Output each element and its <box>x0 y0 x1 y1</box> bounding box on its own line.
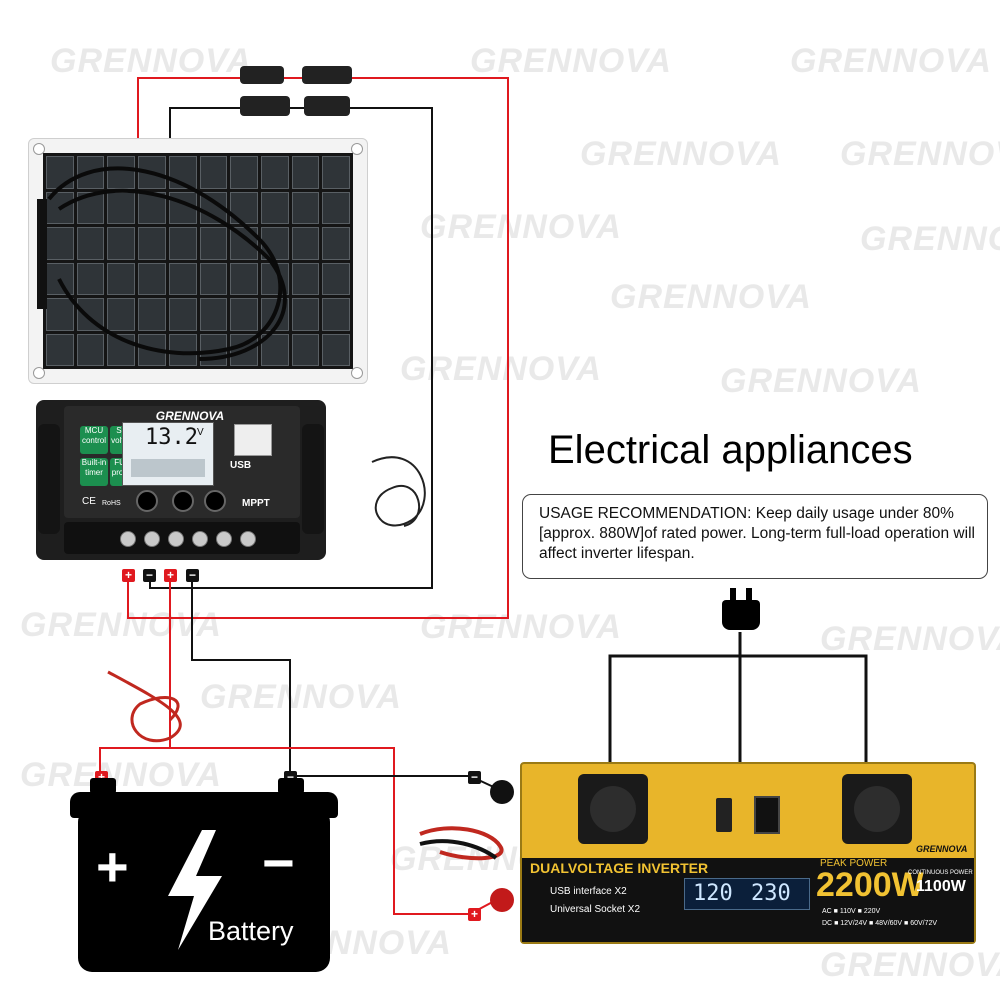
cable-coil <box>371 456 426 527</box>
terminal-screw <box>240 531 256 547</box>
battery-positive-wire <box>99 578 171 776</box>
controller-battery-negative-tag: − <box>186 569 199 582</box>
solar-positive-wire <box>127 77 509 619</box>
ac-socket-left[interactable] <box>578 774 648 844</box>
power-inverter: DUALVOLTAGE INVERTER USB interface X2 Un… <box>520 762 976 944</box>
terminal-screw <box>168 531 184 547</box>
terminal-screw <box>192 531 208 547</box>
clip-cable <box>107 670 182 743</box>
controller-brand: GRENNOVA <box>155 409 225 423</box>
solar-cells <box>43 153 353 369</box>
watermark: GRENNOVA <box>20 606 222 644</box>
lcd-right-value: 230 <box>751 881 791 906</box>
mounting-hole <box>33 143 45 155</box>
watermark: GRENNOVA <box>580 135 782 173</box>
down-knob[interactable] <box>204 490 226 512</box>
controller-lcd: 13.2 V <box>122 422 214 486</box>
usb-port-icon <box>234 424 272 456</box>
inverter-negative-tag: − <box>468 771 481 784</box>
inverter-negative-post <box>490 780 514 804</box>
watermark: GRENNOVA <box>610 278 812 316</box>
inverter-title: DUALVOLTAGE INVERTER <box>530 860 709 876</box>
watermark: GRENNOVA <box>720 362 922 400</box>
panel-cables <box>37 166 287 361</box>
appliance-wire <box>608 654 868 762</box>
solar-panel <box>28 138 368 384</box>
watermark: GRENNOVA <box>860 220 1000 258</box>
appliances-heading: Electrical appliances <box>548 428 913 472</box>
terminal-screw <box>144 531 160 547</box>
watermark: GRENNOVA <box>50 42 252 80</box>
watermark: GRENNOVA <box>840 135 1000 173</box>
terminal-screw <box>216 531 232 547</box>
mc4-connectors <box>240 66 352 116</box>
continuous-power-value: 1100W <box>916 878 966 895</box>
usage-recommendation: USAGE RECOMMENDATION: Keep daily usage u… <box>522 494 988 579</box>
inverter-positive-tag: + <box>468 908 481 921</box>
battery-icon: + − Battery <box>78 808 330 972</box>
battery-plus-symbol: + <box>96 835 129 898</box>
controller-terminals <box>64 522 300 554</box>
watermark: GRENNOVA <box>820 946 1000 984</box>
inverter-clip-cable <box>419 826 504 861</box>
rohs-mark: RoHS <box>102 500 121 507</box>
lcd-unit: V <box>197 427 204 438</box>
battery-post-positive <box>90 778 116 794</box>
terminal-screw <box>120 531 136 547</box>
mounting-hole <box>33 367 45 379</box>
mounting-hole <box>351 143 363 155</box>
menu-knob[interactable] <box>136 490 158 512</box>
controller-pv-negative-tag: − <box>143 569 156 582</box>
peak-power-value: 2200W <box>816 866 924 904</box>
usb-ports[interactable] <box>716 798 732 832</box>
dc-voltage-row: DC ■ 12V/24V ■ 48V/60V ■ 60V/72V <box>822 920 938 927</box>
lightning-icon <box>168 830 222 950</box>
controller-battery-positive-tag: + <box>164 569 177 582</box>
timer-button[interactable]: Built-in timer <box>80 458 108 486</box>
watermark: GRENNOVA <box>20 756 222 794</box>
inverter-lcd: 120 230 <box>684 878 810 910</box>
mcu-control-button[interactable]: MCU control <box>80 426 108 454</box>
inverter-front-panel: DUALVOLTAGE INVERTER USB interface X2 Un… <box>522 844 974 942</box>
watermark: GRENNOVA <box>420 208 622 246</box>
up-knob[interactable] <box>172 490 194 512</box>
universal-socket-label: Universal Socket X2 <box>550 904 641 915</box>
lcd-left-value: 120 <box>693 881 733 906</box>
battery-negative-wire <box>191 578 291 776</box>
mppt-label: MPPT <box>242 498 270 509</box>
watermark: GRENNOVA <box>200 678 402 716</box>
watermark: GRENNOVA <box>470 42 672 80</box>
mount-ear-right <box>302 424 324 534</box>
peak-power-label: PEAK POWER <box>820 858 888 869</box>
watermark: GRENNOVA <box>820 620 1000 658</box>
plug-pin <box>730 588 736 602</box>
battery-post-negative <box>278 778 304 794</box>
solar-negative-wire <box>149 107 433 589</box>
charge-controller: GRENNOVA MCU control SET voltage Built-i… <box>36 400 326 560</box>
usb-interface-label: USB interface X2 <box>550 886 627 897</box>
usb-label: USB <box>230 460 252 471</box>
inverter-brand: GRENNOVA <box>916 844 968 854</box>
battery-minus-symbol: − <box>262 831 295 894</box>
plug-pin <box>746 588 752 602</box>
battery-level-icon <box>131 459 205 477</box>
watermark: GRENNOVA <box>790 42 992 80</box>
ac-socket-right[interactable] <box>842 774 912 844</box>
lcd-value: 13.2 <box>145 425 198 450</box>
plug-icon <box>722 600 760 630</box>
mounting-hole <box>351 367 363 379</box>
mount-ear-left <box>38 424 60 534</box>
ac-voltage-row: AC ■ 110V ■ 220V <box>822 908 881 915</box>
power-switch[interactable] <box>754 796 780 834</box>
controller-face: GRENNOVA MCU control SET voltage Built-i… <box>64 406 300 518</box>
watermark: GRENNOVA <box>400 350 602 388</box>
watermark: GRENNOVA <box>420 608 622 646</box>
battery-label: Battery <box>208 916 294 946</box>
controller-pv-positive-tag: + <box>122 569 135 582</box>
continuous-power-label: CONTINUOUS POWER <box>908 870 973 876</box>
inverter-positive-wire <box>99 747 470 915</box>
ce-mark: CE <box>82 496 96 507</box>
inverter-positive-post <box>490 888 514 912</box>
